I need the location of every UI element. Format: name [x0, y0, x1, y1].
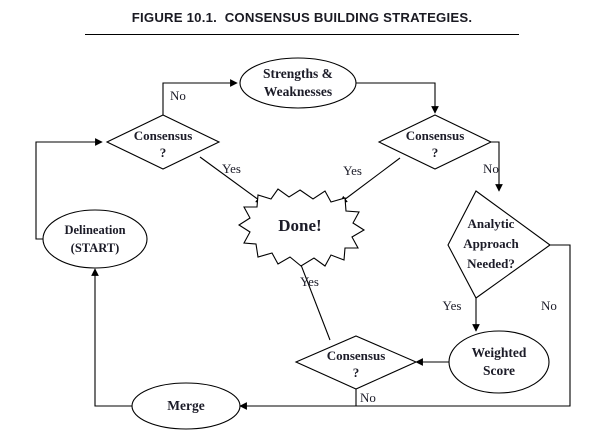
weighted-label-line2: Score [483, 363, 515, 378]
strengths-label-line1: Strengths & [263, 66, 333, 81]
edge-consensus1-yes-to-done [199, 156, 264, 204]
edge-consensus1-no-to-strengths [162, 79, 238, 115]
edge-label-analytic-yes: Yes [443, 298, 462, 313]
consensus2-label-line2: ? [432, 145, 439, 160]
analytic-label-line3: Needed? [467, 256, 515, 271]
node-analytic-approach[interactable]: Analytic Approach Needed? [447, 190, 551, 299]
consensus3-label-line2: ? [353, 365, 360, 380]
node-layer: Strengths & Weaknesses Consensus ? Conse… [42, 57, 551, 430]
node-merge[interactable]: Merge [131, 382, 241, 430]
analytic-diamond[interactable] [447, 190, 551, 299]
consensus2-label-line1: Consensus [406, 128, 465, 143]
edge-label-consensus3-yes: Yes [300, 274, 319, 289]
consensus3-label-line1: Consensus [327, 348, 386, 363]
connector-layer [35, 79, 571, 410]
merge-ellipse[interactable] [131, 382, 241, 430]
consensus1-label-line1: Consensus [134, 128, 193, 143]
consensus1-label-line2: ? [160, 145, 167, 160]
edge-label-analytic-no: No [541, 298, 557, 313]
title-divider [85, 34, 519, 35]
edge-label-consensus3-no: No [360, 390, 376, 405]
node-consensus-1[interactable]: Consensus ? [105, 114, 221, 170]
edge-label-consensus2-no: No [483, 161, 499, 176]
consensus3-diamond[interactable] [294, 335, 418, 390]
delineation-label-line2: (START) [71, 241, 120, 255]
analytic-label-line2: Approach [463, 236, 519, 251]
edge-consensus2-no-to-analytic [491, 141, 503, 192]
node-weighted-score[interactable]: Weighted Score [448, 330, 550, 394]
edge-label-consensus1-yes: Yes [222, 161, 241, 176]
edge-label-consensus1-no: No [170, 88, 186, 103]
strengths-label-line2: Weaknesses [264, 84, 332, 99]
edge-label-consensus2-yes: Yes [343, 163, 362, 178]
strengths-ellipse[interactable] [239, 57, 357, 109]
consensus2-diamond[interactable] [377, 114, 493, 170]
weighted-ellipse[interactable] [448, 330, 550, 394]
edge-strengths-to-consensus2 [356, 82, 439, 114]
delineation-label-line1: Delineation [64, 223, 125, 237]
node-strengths-weaknesses[interactable]: Strengths & Weaknesses [239, 57, 357, 109]
analytic-label-line1: Analytic [468, 216, 515, 231]
edge-consensus3-yes-to-done [294, 251, 331, 341]
consensus1-diamond[interactable] [105, 114, 221, 170]
edge-label-layer: No Yes Yes No Yes No Yes No [170, 88, 557, 405]
edge-merge-to-delineation [91, 268, 132, 407]
edge-consensus2-yes-to-done [339, 157, 401, 204]
done-label: Done! [278, 216, 321, 235]
node-delineation-start[interactable]: Delineation (START) [42, 209, 148, 269]
merge-label: Merge [167, 398, 204, 413]
figure-title: FIGURE 10.1. CONSENSUS BUILDING STRATEGI… [131, 10, 473, 25]
node-consensus-2[interactable]: Consensus ? [377, 114, 493, 170]
node-done[interactable]: Done! [237, 188, 366, 267]
done-starburst[interactable] [237, 188, 366, 267]
node-consensus-3[interactable]: Consensus ? [294, 335, 418, 390]
edge-analytic-no-to-merge [239, 244, 571, 410]
delineation-ellipse[interactable] [42, 209, 148, 269]
edge-delineation-to-consensus1 [35, 138, 103, 240]
weighted-label-line1: Weighted [472, 345, 527, 360]
